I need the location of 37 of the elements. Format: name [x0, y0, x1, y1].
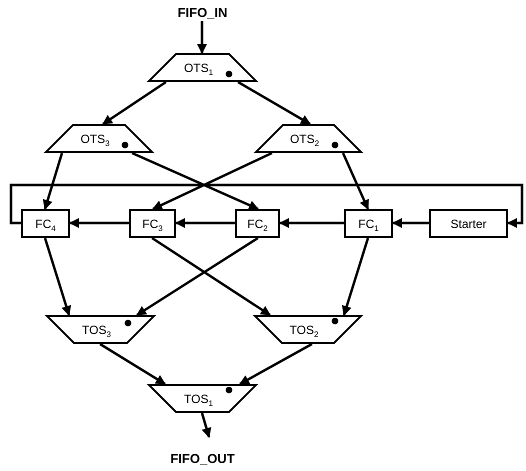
block-label: TOS$_{1}$	[184, 392, 213, 404]
arrow	[132, 152, 259, 210]
signal-label: FIFO_IN	[178, 6, 228, 19]
block-label: FC$_{1}$	[358, 218, 379, 230]
block-label: OTS$_{2}$	[290, 132, 320, 144]
block-label: OTS$_{1}$	[184, 62, 214, 74]
arrow	[342, 238, 370, 316]
block-label: OTS$_{3}$	[80, 132, 110, 144]
arrow	[136, 236, 259, 316]
block-label: Starter	[450, 218, 486, 230]
block-label: FC$_{3}$	[142, 218, 163, 230]
process-box	[344, 209, 393, 238]
arrow	[239, 342, 313, 386]
block-label: TOS$_{2}$	[290, 324, 318, 336]
arrow	[237, 80, 311, 126]
block-label: FC$_{4}$	[35, 218, 56, 230]
process-box	[235, 209, 280, 238]
block-label: TOS$_{3}$	[82, 324, 111, 336]
arrow	[279, 218, 344, 228]
arrow	[10, 184, 524, 228]
arrow	[152, 152, 273, 210]
arrow	[44, 238, 72, 316]
process-box	[129, 209, 176, 238]
process-box	[429, 209, 508, 238]
arrow	[175, 218, 235, 228]
arrow	[151, 236, 271, 316]
signal-label: FIFO_OUT	[170, 452, 235, 464]
arrow	[42, 152, 64, 210]
arrow	[99, 342, 166, 386]
arrow	[197, 21, 207, 54]
arrow	[102, 80, 167, 126]
arrow	[342, 152, 370, 210]
arrow	[69, 218, 129, 228]
arrow	[200, 412, 212, 438]
arrow	[392, 218, 429, 228]
process-box	[21, 209, 70, 238]
block-label: FC$_{2}$	[247, 218, 268, 230]
